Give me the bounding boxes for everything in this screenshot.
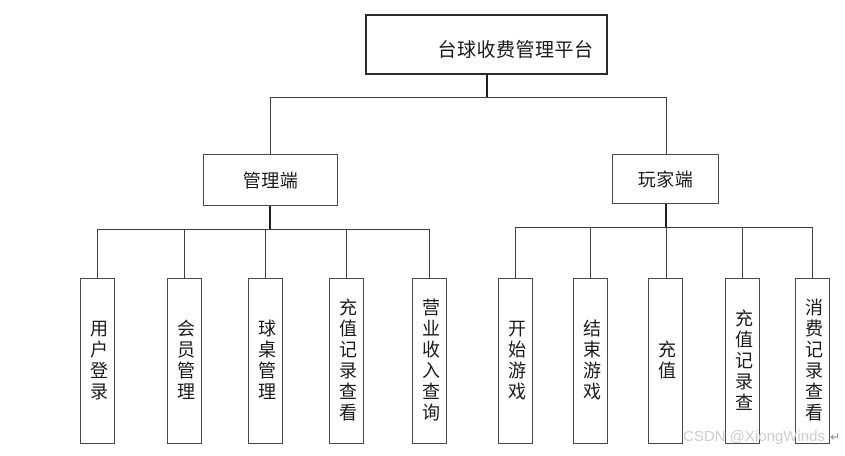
leaf-node-end-game: 结束游戏 (573, 278, 608, 444)
leaf-node-label: 充值记录查 (733, 308, 753, 414)
leaf-node-label: 营业收入查询 (420, 298, 440, 424)
branch-node-label: 玩家端 (637, 170, 694, 190)
leaf-node-consume-record-view: 消费记录查看 (795, 278, 830, 444)
leaf-node-recharge-record-check: 充值记录查 (725, 278, 760, 444)
connector-line (665, 204, 667, 227)
connector-line (184, 229, 185, 278)
connector-line (666, 97, 667, 154)
connector-line (97, 229, 98, 278)
root-node-platform: 台球收费管理平台 (365, 14, 608, 75)
connector-line (265, 229, 266, 278)
connector-line (269, 206, 271, 229)
leaf-node-label: 充值记录查看 (337, 298, 357, 424)
leaf-node-label: 用户登录 (88, 319, 108, 403)
connector-line (97, 229, 430, 230)
leaf-node-label: 结束游戏 (581, 319, 601, 403)
leaf-node-label: 会员管理 (175, 319, 195, 403)
connector-line (812, 227, 813, 278)
leaf-node-start-game: 开始游戏 (498, 278, 533, 444)
leaf-node-member-mgmt: 会员管理 (167, 278, 202, 444)
connector-line (515, 227, 813, 228)
return-arrow-icon: ↵ (829, 430, 840, 444)
connector-line (270, 97, 271, 154)
connector-line (429, 229, 430, 278)
leaf-node-recharge-record-view: 充值记录查看 (329, 278, 364, 444)
leaf-node-label: 开始游戏 (506, 319, 526, 403)
connector-line (515, 227, 516, 278)
branch-node-admin: 管理端 (203, 154, 338, 206)
connector-line (666, 227, 667, 278)
leaf-node-label: 球桌管理 (256, 319, 276, 403)
leaf-node-label: 消费记录查看 (803, 298, 823, 424)
leaf-node-recharge: 充值 (648, 278, 683, 444)
branch-node-player: 玩家端 (612, 154, 719, 204)
connector-line (590, 227, 591, 278)
connector-line (486, 75, 488, 98)
leaf-node-table-mgmt: 球桌管理 (248, 278, 283, 444)
root-node-label: 台球收费管理平台 (437, 39, 594, 61)
leaf-node-user-login: 用户登录 (80, 278, 115, 444)
leaf-node-label: 充值 (656, 340, 676, 382)
branch-node-label: 管理端 (242, 171, 299, 191)
leaf-node-revenue-query: 营业收入查询 (412, 278, 447, 444)
connector-line (346, 229, 347, 278)
connector-line (742, 227, 743, 278)
connector-line (270, 97, 667, 98)
